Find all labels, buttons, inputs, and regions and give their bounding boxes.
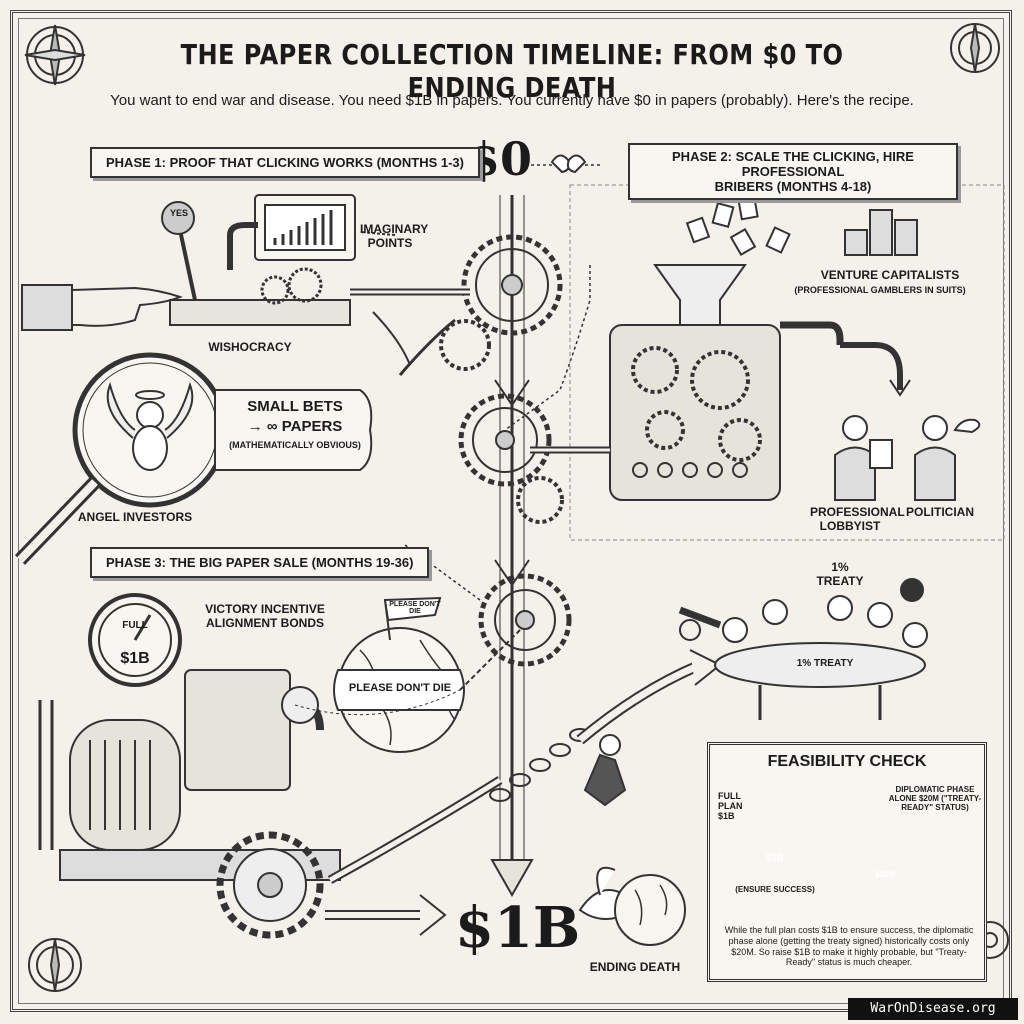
imaginary-points-label: IMAGINARY POINTS — [360, 222, 429, 250]
globe-icon — [333, 596, 465, 753]
feasibility-title: FEASIBILITY CHECK — [767, 753, 927, 770]
pointing-hand-icon — [21, 284, 183, 331]
big-gear-icon — [216, 831, 324, 939]
compass-icon-bottom-left — [28, 938, 82, 992]
gauge-full-label: FULL — [122, 620, 148, 631]
page-title: THE PAPER COLLECTION TIMELINE: FROM $0 T… — [180, 38, 844, 104]
politician-label: POLITICIAN — [906, 505, 974, 519]
globe-flag-text: PLEASE DON'T DIE — [389, 601, 441, 615]
phase3-banner: PHASE 3: THE BIG PAPER SALE (Months 19-3… — [90, 547, 430, 578]
gauge-value: $1B — [120, 650, 150, 667]
full-plan-label: FULL PLAN $1B — [718, 791, 743, 821]
feasibility-panel: FEASIBILITY CHECK FULL PLAN $1B DIPLOMAT… — [707, 742, 987, 982]
treaty-top-label: 1% TREATY — [816, 560, 864, 588]
victory-bonds-label: VICTORY INCENTIVE ALIGNMENT BONDS — [205, 602, 325, 630]
yes-lever-label: YES — [169, 208, 188, 218]
broken-chain-icon — [489, 728, 591, 802]
lobbyist-label: PROFESSIONAL LOBBYIST — [810, 505, 905, 533]
small-bets-papers: → ∞ PAPERS — [247, 418, 343, 435]
phase2-banner-line1: PHASE 2: SCALE THE CLICKING, HIRE PROFES… — [672, 149, 914, 179]
ensure-success-label: (ENSURE SUCCESS) — [735, 885, 815, 894]
small-bets-scroll — [214, 389, 373, 471]
angel-icon — [106, 381, 194, 471]
watermark[interactable]: WarOnDisease.org — [848, 998, 1018, 1020]
venture-capitalists-label: VENTURE CAPITALISTS — [820, 268, 960, 282]
wishocracy-machine — [161, 194, 470, 326]
diplomatic-phase-label: DIPLOMATIC PHASE ALONE $20M ("TREATY-REA… — [888, 785, 982, 812]
phase2-banner: PHASE 2: SCALE THE CLICKING, HIRE PROFES… — [628, 143, 958, 200]
page-subtitle: You want to end war and disease. You nee… — [110, 92, 914, 109]
bribery-machine — [530, 264, 844, 501]
timeline-gear-lower — [478, 573, 572, 667]
venture-capitalists-note: (PROFESSIONAL GAMBLERS IN SUITS) — [794, 285, 966, 295]
treaty-table-label: 1% TREATY — [796, 658, 854, 669]
outer-border — [10, 10, 1012, 1012]
coin-stacks-icon — [844, 209, 918, 256]
treaty-table — [678, 578, 928, 720]
timeline-gear-top — [461, 234, 563, 336]
left-weight-label: $1B — [765, 853, 785, 864]
ending-death-label: ENDING DEATH — [589, 960, 681, 974]
bond-machine — [38, 593, 341, 881]
compass-icon-top-right — [950, 23, 1000, 73]
kneeling-person-icon — [583, 734, 627, 807]
phase2-banner-line2: BRIBERS (Months 4-18) — [714, 179, 872, 194]
imaginary-points-pointer — [359, 231, 396, 236]
angel-investors-label: ANGEL INVESTORS — [77, 510, 193, 524]
small-bets-title: SMALL BETS — [247, 398, 343, 415]
open-hands-icon — [550, 154, 587, 174]
lobbyist-politician-icon — [834, 415, 981, 501]
globe-banner-text: PLEASE DON'T DIE — [348, 682, 452, 694]
small-bets-note: (MATHEMATICALLY OBVIOUS) — [229, 440, 361, 450]
compass-icon-top-left — [24, 24, 86, 86]
earth-icon — [614, 874, 686, 946]
phase1-banner: PHASE 1: PROOF THAT CLICKING WORKS (Mont… — [90, 147, 480, 178]
feasibility-footnote: While the full plan costs $1B to ensure … — [724, 925, 974, 968]
right-weight-label: $20M — [874, 870, 895, 879]
magnifying-glass-icon — [14, 352, 228, 565]
timeline-gear-small — [439, 319, 564, 524]
flying-papers-icon — [685, 195, 791, 257]
end-amount: $1B — [455, 895, 581, 961]
timeline-gear-middle — [458, 393, 552, 487]
timeline-arrow — [490, 195, 534, 898]
wishocracy-label: WISHOCRACY — [208, 340, 292, 354]
